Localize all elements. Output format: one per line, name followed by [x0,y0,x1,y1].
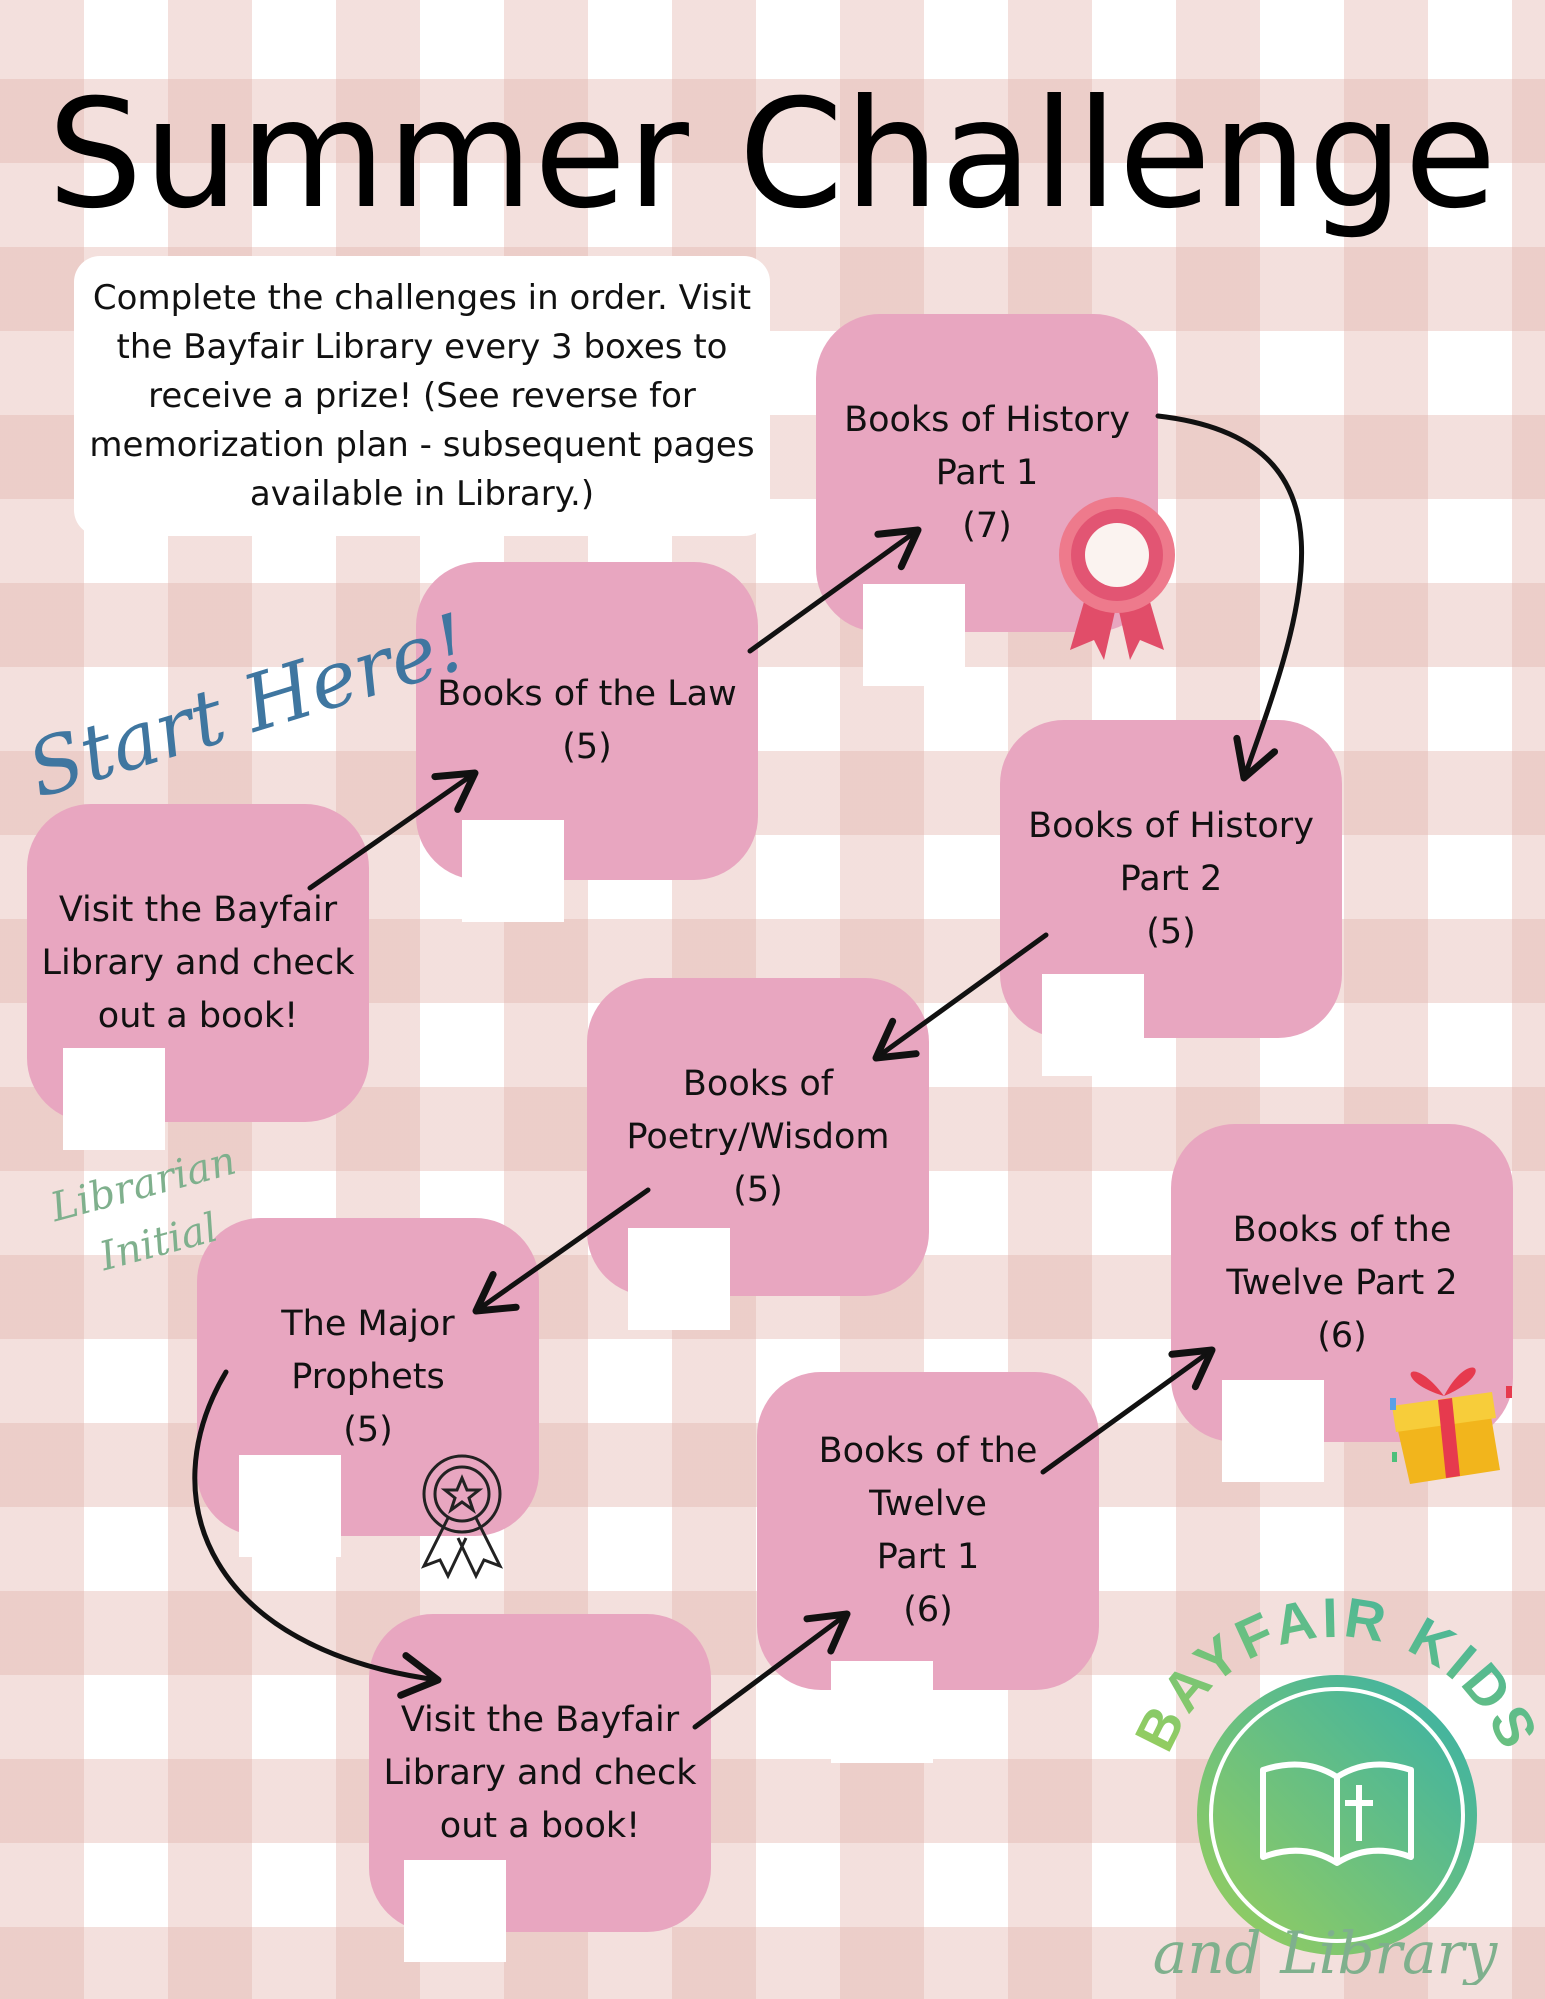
step-label: Books of the Twelve Part 1 (6) [818,1431,1038,1630]
initial-box-5[interactable] [628,1228,730,1330]
step-box-7: Visit the Bayfair Library and check out … [369,1614,711,1932]
initial-box-1[interactable] [63,1048,165,1150]
bayfair-kids-logo: BAYFAIR KIDS and Library [1125,1585,1545,1985]
step-label: Books of History Part 1 (7) [844,399,1130,546]
intro-note: Complete the challenges in order. Visit … [74,256,770,536]
initial-box-7[interactable] [404,1860,506,1962]
step-label: Visit the Bayfair Library and check out … [383,1699,697,1846]
initial-box-3[interactable] [863,584,965,686]
step-label: Books of the Law (5) [437,674,737,767]
step-label: Books of History Part 2 (5) [1028,805,1314,952]
initial-box-6[interactable] [239,1455,341,1557]
step-label: Books of Poetry/Wisdom (5) [626,1063,890,1210]
page-title: Summer Challenge [47,68,1498,242]
logo-bottom-text: and Library [1153,1919,1499,1985]
start-here-label: Start Here! [18,597,479,817]
initial-box-4[interactable] [1042,974,1144,1076]
initial-box-2[interactable] [462,820,564,922]
initial-box-8[interactable] [831,1661,933,1763]
step-label: Visit the Bayfair Library and check out … [41,889,355,1036]
initial-box-9[interactable] [1222,1380,1324,1482]
step-label: Books of the Twelve Part 2 (6) [1226,1209,1458,1356]
bible-icon [1260,1761,1414,1866]
step-label: The Major Prophets (5) [281,1303,455,1450]
step-box-8: Books of the Twelve Part 1 (6) [757,1372,1099,1690]
step-box-9: Books of the Twelve Part 2 (6) [1171,1124,1513,1442]
